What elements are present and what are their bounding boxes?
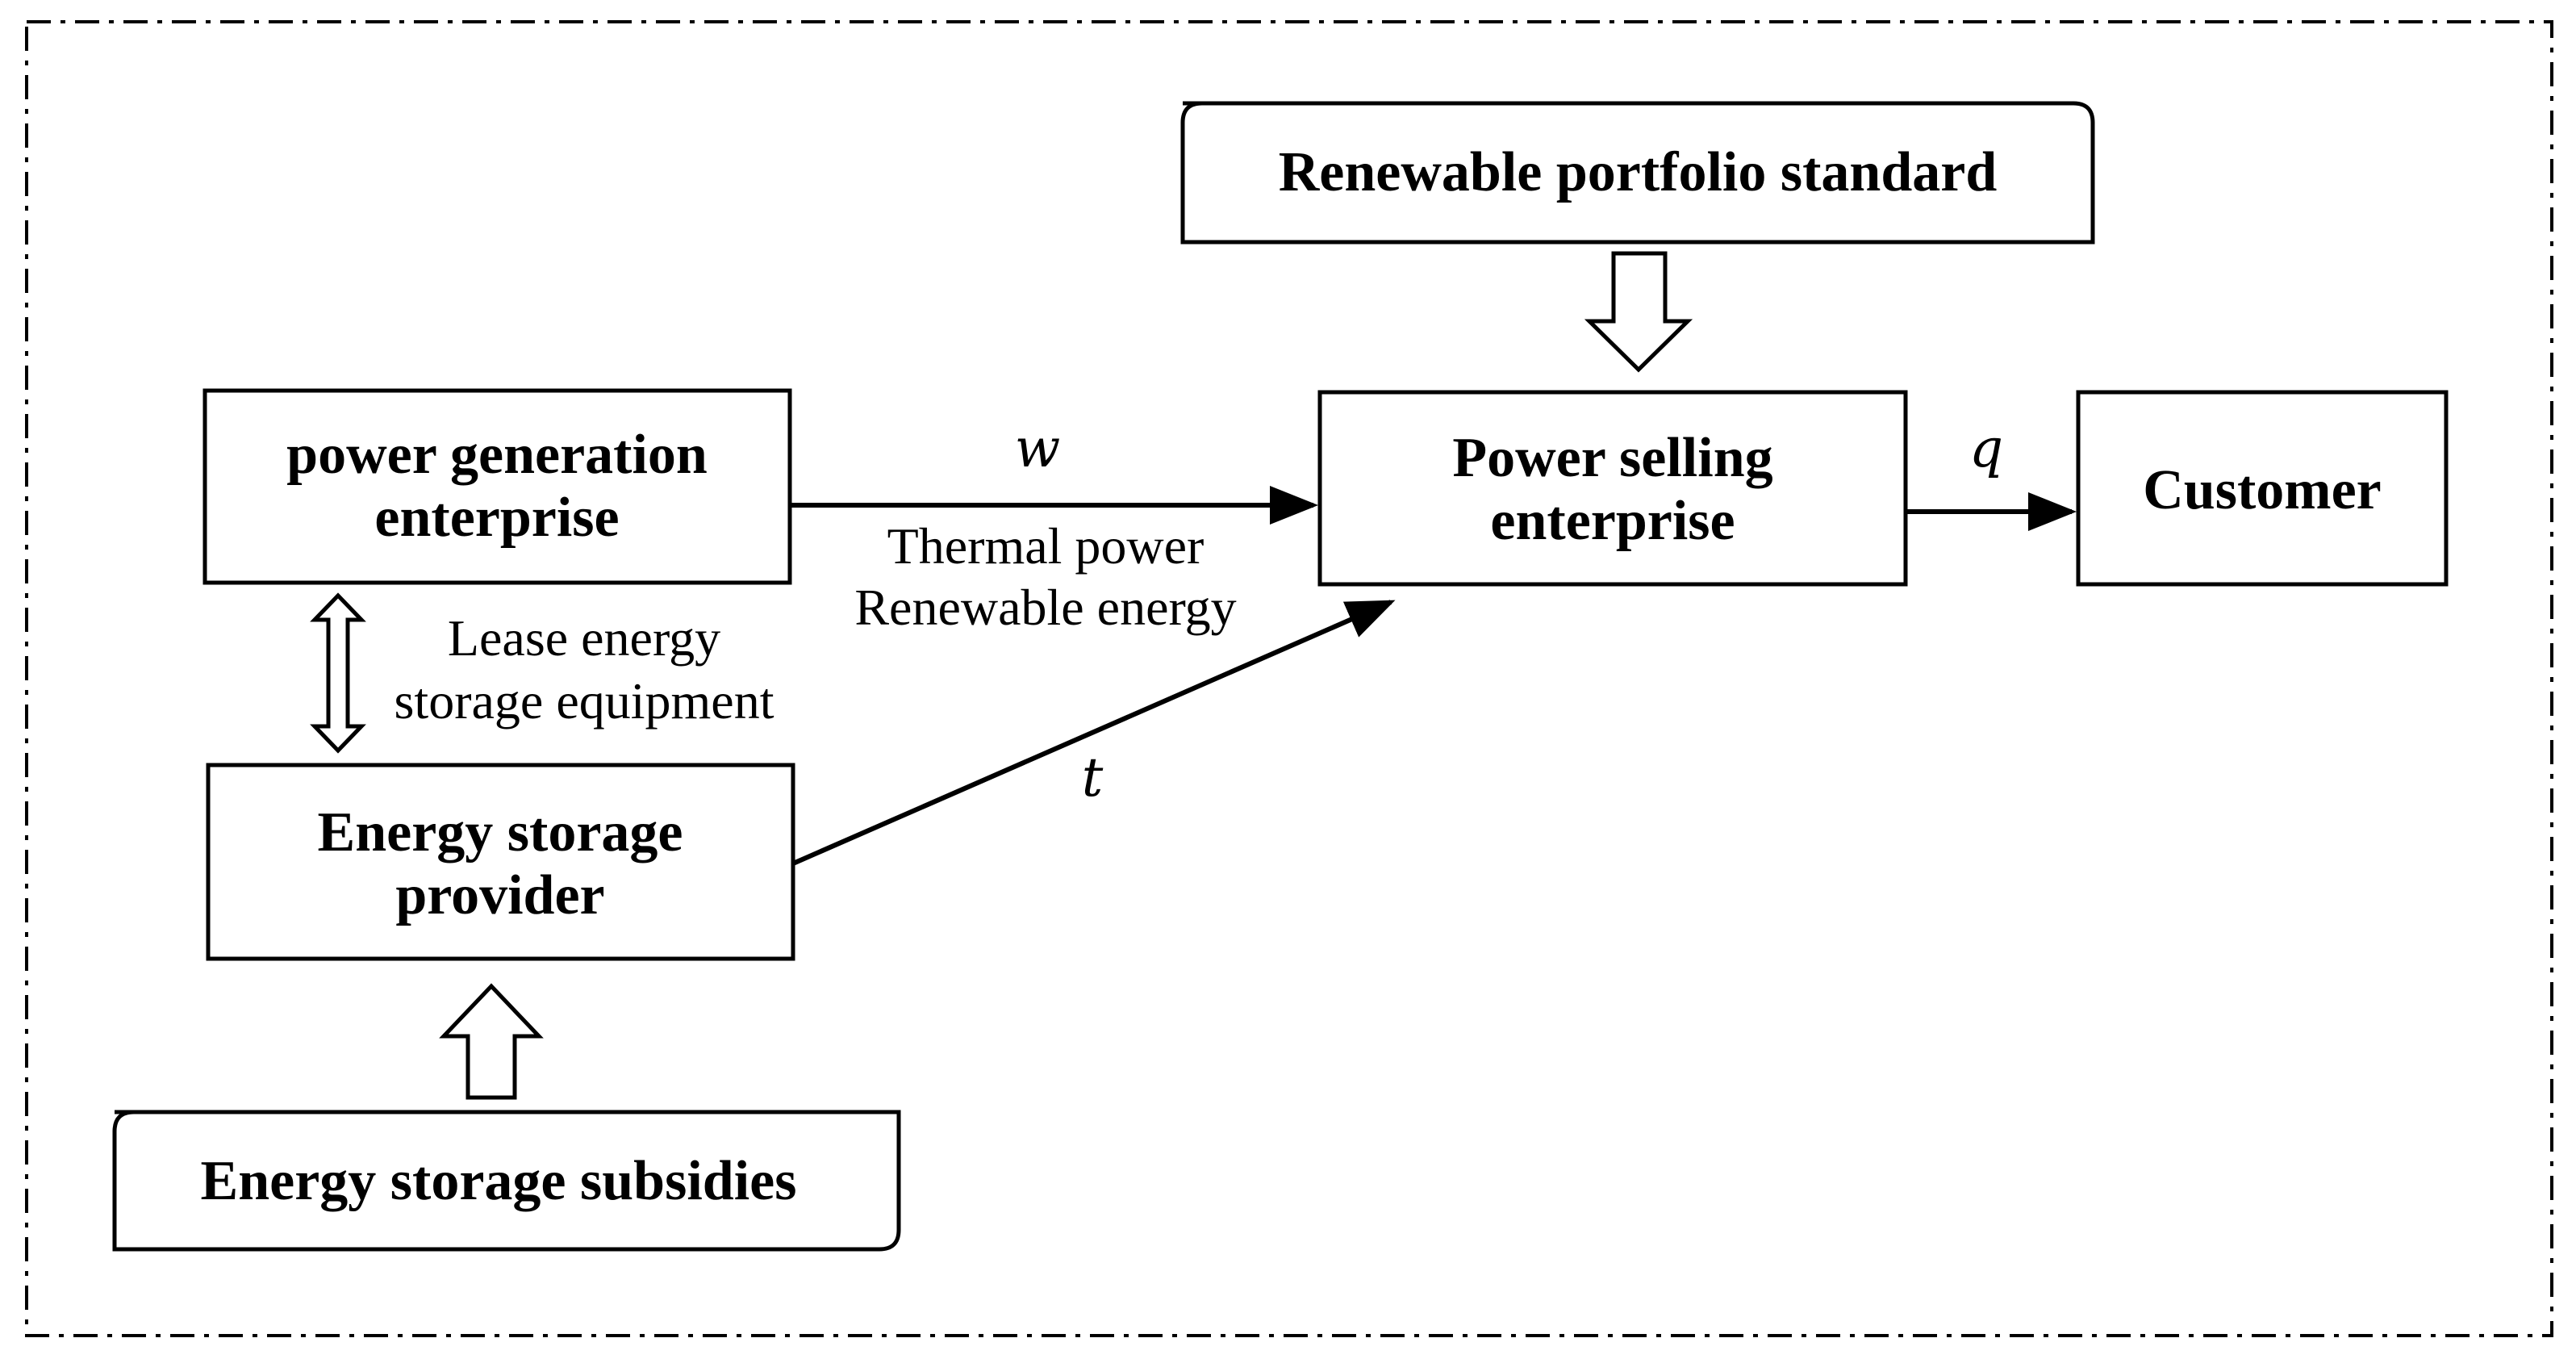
lease-double-arrow <box>310 592 366 754</box>
lease-label-line1: Lease energy <box>448 609 720 667</box>
generation-label-line1: power generation <box>286 424 708 486</box>
selling-label-line1: Power selling <box>1452 427 1772 489</box>
renewable-energy-label: Renewable energy <box>854 579 1236 636</box>
subsidies-policy-arrow <box>439 983 544 1100</box>
selling-label-line2: enterprise <box>1490 490 1735 552</box>
customer-box: Customer <box>2076 390 2449 587</box>
generation-label-line2: enterprise <box>374 487 619 549</box>
w-label: w <box>1015 417 1061 479</box>
rps-policy-arrow <box>1584 251 1693 373</box>
rps-box: Renewable portfolio standard <box>1180 101 2095 245</box>
outer-frame <box>25 20 2553 1337</box>
subsidies-box: Energy storage subsidies <box>112 1110 901 1252</box>
rps-label: Renewable portfolio standard <box>1279 141 1998 203</box>
subsidies-label: Energy storage subsidies <box>201 1150 797 1212</box>
q-label: q <box>1969 417 2003 479</box>
storage-box: Energy storage provider <box>206 763 795 961</box>
selling-box: Power selling enterprise <box>1317 390 1908 587</box>
generation-box: power generation enterprise <box>202 388 792 585</box>
thermal-power-label: Thermal power <box>887 517 1204 575</box>
lease-label-line2: storage equipment <box>395 672 774 730</box>
storage-label-line2: provider <box>395 864 604 926</box>
customer-label: Customer <box>2143 459 2381 521</box>
storage-to-selling-arrow <box>791 600 1396 866</box>
storage-label-line1: Energy storage <box>318 801 683 863</box>
t-label: t <box>1082 746 1104 809</box>
